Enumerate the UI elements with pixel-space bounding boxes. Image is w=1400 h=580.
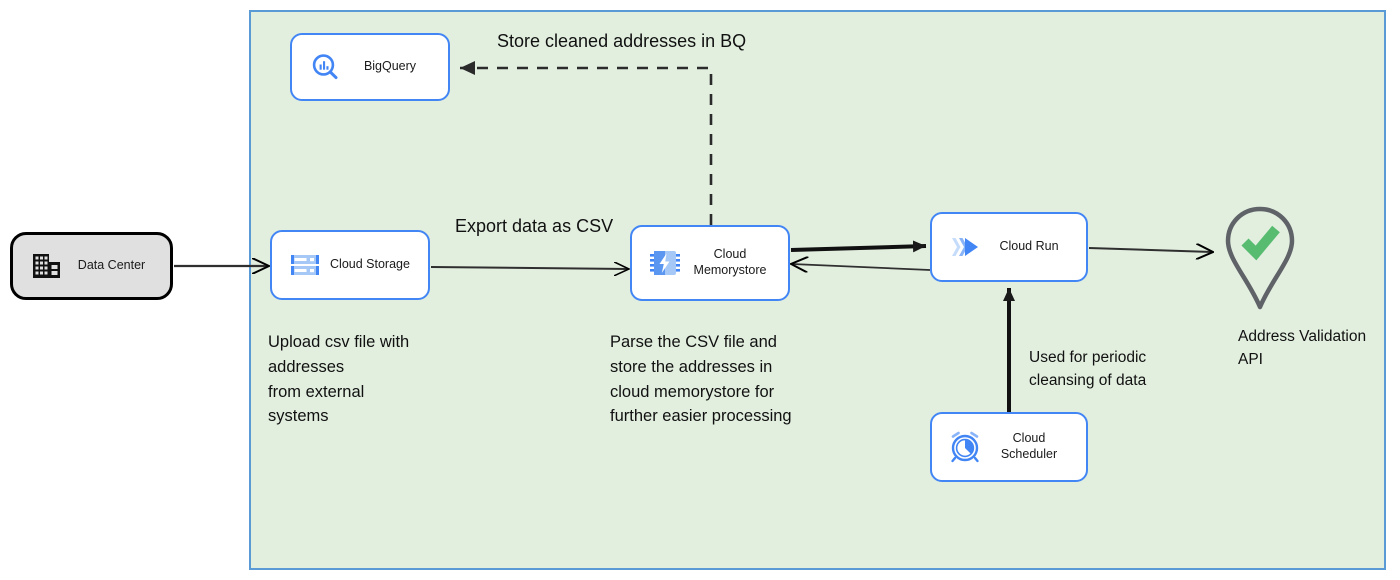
- caption-address-validation-api: Address Validation API: [1238, 328, 1367, 369]
- node-label-cloud-run: Cloud Run: [999, 239, 1059, 254]
- node-label-cloud-storage: Cloud Storage: [330, 257, 410, 272]
- cloud-memorystore-icon: [648, 246, 682, 280]
- node-label-cloud-scheduler: Cloud Scheduler: [1000, 431, 1058, 461]
- node-label-bigquery: BigQuery: [363, 59, 417, 74]
- google-cloud-group-container: [249, 10, 1386, 570]
- node-data-center[interactable]: Data Center: [10, 232, 173, 300]
- node-address-validation-api[interactable]: [1218, 204, 1302, 314]
- cloud-storage-icon: [288, 248, 322, 282]
- node-cloud-run[interactable]: Cloud Run: [930, 212, 1088, 282]
- node-cloud-memorystore[interactable]: Cloud Memorystore: [630, 225, 790, 301]
- caption-upload-csv: Upload csv file with addresses from exte…: [268, 333, 410, 426]
- node-label-data-center: Data Center: [77, 258, 146, 273]
- node-bigquery[interactable]: BigQuery: [290, 33, 450, 101]
- node-label-cloud-memorystore: Cloud Memorystore: [693, 247, 767, 277]
- cloud-scheduler-icon: [948, 430, 982, 464]
- node-cloud-storage[interactable]: Cloud Storage: [270, 230, 430, 300]
- caption-parse-csv: Parse the CSV file and store the address…: [610, 333, 792, 426]
- address-validation-pin-icon: [1225, 206, 1295, 310]
- caption-periodic-cleansing: Used for periodic cleansing of data: [1029, 349, 1147, 390]
- edge-label-store-cleaned-addresses-in-bq: Store cleaned addresses in BQ: [497, 31, 747, 51]
- cloud-run-icon: [948, 230, 982, 264]
- data-center-icon: [29, 249, 63, 283]
- edge-label-export-data-as-csv: Export data as CSV: [455, 216, 614, 236]
- node-cloud-scheduler[interactable]: Cloud Scheduler: [930, 412, 1088, 482]
- bigquery-icon: [308, 50, 342, 84]
